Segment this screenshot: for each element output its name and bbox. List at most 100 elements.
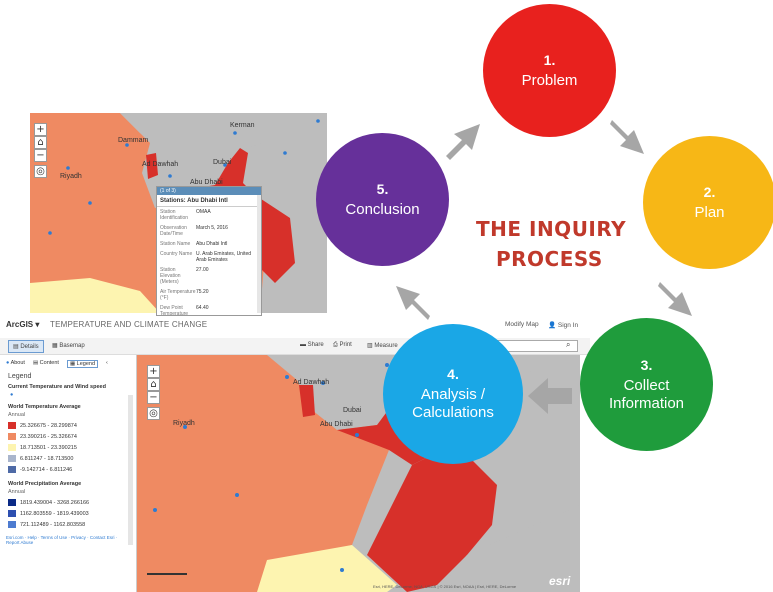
map-label-riyadh: Riyadh (60, 173, 82, 180)
legend-temp-title: World Temperature Average (8, 404, 81, 410)
share-button[interactable]: ▬ Share (300, 342, 324, 348)
arcgis-brand[interactable]: ArcGIS ▾ (6, 320, 40, 329)
popup-scrollbar[interactable] (257, 195, 261, 313)
legend-item: 25.326675 - 28.299874 (8, 422, 136, 429)
basemap-label: Basemap (59, 343, 85, 349)
legend-item-label: 721.112489 - 1162.803558 (20, 521, 86, 528)
popup-row: Station Elevation (Meters) 27.00 (157, 265, 261, 287)
legend-icon: ▦ (69, 361, 76, 367)
yemen-top (30, 278, 160, 313)
arabia-region (137, 355, 389, 592)
legend-item-label: -9.142714 - 6.811246 (20, 466, 73, 473)
arrow-4-to-5 (396, 286, 430, 320)
details-label: Details (20, 344, 39, 350)
basemap-button[interactable]: ▦ Basemap (52, 342, 85, 349)
main-locate-button[interactable]: ◎ (147, 407, 160, 420)
panel-scrollbar[interactable] (128, 395, 133, 545)
tab-about-label: About (10, 360, 25, 366)
share-label: Share (307, 342, 324, 348)
legend-current-title: Current Temperature and Wind speed (8, 384, 106, 390)
map-label-abudhabi: Abu Dhabi (190, 179, 223, 186)
persia-coast-top (120, 113, 327, 163)
tab-legend[interactable]: ▦ Legend (66, 360, 99, 368)
main-zoom-in-button[interactable]: + (147, 365, 160, 378)
print-icon: ⎙ (333, 342, 338, 348)
legend-swatch (8, 466, 16, 473)
popup-row-key: Station Name (160, 241, 191, 247)
zoom-out-button[interactable]: − (34, 149, 47, 162)
map-main[interactable]: + ⌂ − ◎ Riyadh Ad Dawhah Abu Dhabi Dubai… (137, 355, 580, 592)
diagram-title-line2: PROCESS (496, 247, 603, 271)
modify-map-link[interactable]: Modify Map (505, 321, 539, 328)
popup-row: Air Temperature (°F)75.20 (157, 287, 261, 303)
step-1-label: Problem (521, 71, 578, 89)
legend-item: -9.142714 - 6.811246 (8, 466, 136, 473)
popup-row-value: 64.40 (196, 305, 209, 311)
legend-item: 721.112489 - 1162.803558 (8, 521, 136, 528)
main-label-dubai: Dubai (343, 407, 362, 414)
tab-content[interactable]: ▤ Content (33, 360, 59, 368)
content-icon: ▤ (32, 360, 39, 366)
print-label: Print (339, 342, 352, 348)
step-2-label: Plan (694, 203, 725, 221)
step-4-circle: 4. Analysis / Calculations (383, 324, 523, 464)
popup-row-key: Air Temperature (°F) (160, 289, 196, 301)
legend-swatch (8, 510, 16, 517)
details-icon: ▤ (13, 344, 19, 350)
user-icon: 👤 (548, 322, 557, 329)
legend-item: 1819.439004 - 3268.266166 (8, 499, 136, 506)
diagram-title-line1: THE INQUIRY (476, 217, 627, 241)
arrow-1-to-2 (610, 120, 644, 154)
legend-item-label: 18.713501 - 23.390215 (20, 444, 77, 451)
legend-precip-items: 1819.439004 - 3268.266166 1162.803559 - 1… (0, 499, 136, 528)
popup-row-value: 27.00 (196, 267, 209, 273)
legend-item-label: 23.390216 - 25.326674 (20, 433, 77, 440)
oman-top (255, 195, 295, 283)
zoom-in-button[interactable]: + (34, 123, 47, 136)
popup-title: Stations: Abu Dhabi Intl (157, 195, 261, 207)
legend-item: 23.390216 - 25.326674 (8, 433, 136, 440)
station-dot-icon: ● (10, 392, 14, 398)
arabian-sea (437, 505, 580, 592)
legend-item-label: 1819.439004 - 3268.266166 (20, 499, 90, 506)
home-button[interactable]: ⌂ (34, 136, 47, 149)
yemen (257, 545, 397, 592)
popup-row-value: 75.20 (196, 289, 209, 295)
popup-row-key: Station Elevation (Meters) (160, 267, 181, 285)
legend-item-label: 1162.803559 - 1819.439003 (20, 510, 89, 517)
legend-precip-title: World Precipitation Average (8, 481, 82, 487)
legend-panel: ● About ▤ Content ▦ Legend ‹ Legend Curr… (0, 355, 137, 592)
main-home-button[interactable]: ⌂ (147, 378, 160, 391)
tab-legend-label: Legend (76, 361, 96, 367)
map-label-doha: Ad Dawhah (142, 161, 179, 168)
footer-links[interactable]: Esri.com · Help · Terms of Use · Privacy… (6, 535, 118, 545)
print-button[interactable]: ⎙ Print (333, 342, 352, 349)
popup-pager[interactable]: (1 of 3) (157, 187, 261, 195)
main-zoom-out-button[interactable]: − (147, 391, 160, 404)
step-5-label: Conclusion (345, 200, 420, 218)
map-label-dammam: Dammam (118, 137, 149, 144)
sign-in-link[interactable]: 👤 Sign In (548, 321, 578, 329)
step-2-number: 2. (703, 183, 716, 200)
station-popup[interactable]: (1 of 3) Stations: Abu Dhabi Intl Statio… (156, 186, 262, 316)
step-1-circle: 1. Problem (483, 4, 616, 137)
main-label-riyadh: Riyadh (173, 420, 195, 427)
main-label-doha: Ad Dawhah (293, 379, 330, 386)
map-label-dubai: Dubai (213, 159, 232, 166)
popup-row-key: Station Identification (160, 209, 189, 221)
collapse-panel-icon[interactable]: ‹ (106, 360, 108, 366)
tab-about[interactable]: ● About (6, 360, 25, 368)
locate-button[interactable]: ◎ (34, 165, 47, 178)
legend-item-label: 6.811247 - 18.713500 (20, 455, 74, 462)
search-icon[interactable]: ⌕ (566, 340, 571, 349)
tab-content-label: Content (39, 360, 59, 366)
arrow-5-to-1 (446, 124, 480, 160)
legend-heading: Legend (8, 373, 32, 380)
qatar-top (146, 153, 158, 179)
measure-button[interactable]: ▥ Measure (367, 342, 398, 349)
details-button[interactable]: ▤ Details (8, 340, 44, 353)
